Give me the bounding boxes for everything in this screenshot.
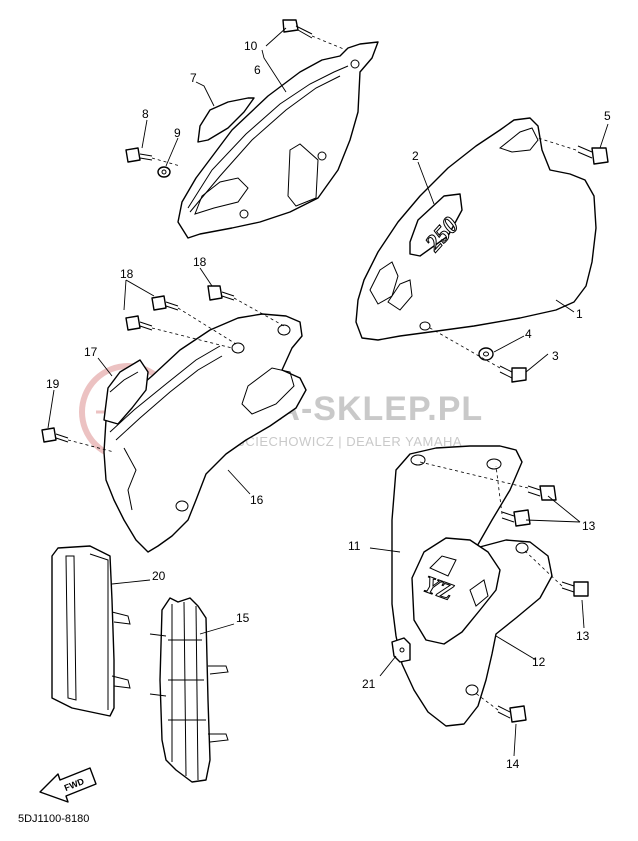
air-scoop-upper-part-6 [177, 41, 379, 239]
assembly-lines [67, 35, 577, 711]
callout-labels: 1 2 3 4 5 6 7 8 9 10 11 12 13 13 14 15 1… [46, 39, 611, 771]
bolt-part-18-c [207, 285, 235, 301]
callout-1: 1 [576, 307, 583, 321]
bolt-part-13-c [561, 581, 589, 597]
bolt-part-13-b [501, 509, 531, 527]
callout-12: 12 [532, 655, 546, 669]
callout-7: 7 [190, 71, 197, 85]
washer-part-9 [157, 166, 171, 178]
inner-shroud-part-17 [103, 359, 149, 425]
graphic-250: 250 [409, 193, 465, 258]
callout-21: 21 [362, 677, 376, 691]
radiator-shroud-part-16 [103, 313, 307, 553]
callout-13-a: 13 [582, 519, 596, 533]
bolt-part-10 [282, 19, 313, 39]
bolt-part-5 [577, 145, 609, 165]
callout-8: 8 [142, 107, 149, 121]
watermark-subtitle: WOJCIECHOWICZ | DEALER YAMAHA [215, 434, 462, 449]
callout-3: 3 [552, 349, 559, 363]
bolt-part-13-a [527, 485, 557, 501]
bolt-part-8 [125, 147, 153, 163]
bolt-part-3 [499, 365, 527, 383]
callout-19: 19 [46, 377, 60, 391]
callout-11: 11 [348, 539, 361, 553]
washer-part-4 [478, 347, 494, 361]
leader-lines [47, 27, 609, 757]
callout-6: 6 [254, 63, 261, 77]
callout-9: 9 [174, 126, 181, 140]
callout-4: 4 [525, 327, 532, 341]
graphic-yz-part-12: YZ [411, 537, 501, 645]
callout-10: 10 [244, 39, 258, 53]
decal-part-7 [197, 97, 255, 143]
bolt-part-14 [497, 705, 527, 723]
callout-2: 2 [412, 149, 419, 163]
diagram-code: 5DJ1100-8180 [18, 813, 89, 825]
fwd-arrow-icon: FWD [39, 767, 97, 803]
clip-part-21 [391, 637, 411, 663]
callout-18-a: 18 [120, 267, 134, 281]
bolt-part-18-b [125, 315, 153, 331]
callout-13-b: 13 [576, 629, 590, 643]
callout-5: 5 [604, 109, 611, 123]
callout-15: 15 [236, 611, 250, 625]
callout-16: 16 [250, 493, 264, 507]
side-cover-part-1: 250 [355, 117, 597, 341]
radiator-guard-part-20 [51, 545, 131, 717]
bolt-part-18-a [151, 295, 179, 311]
bolt-part-19 [41, 427, 69, 443]
radiator-grille-part-15 [149, 597, 229, 783]
callout-18-b: 18 [193, 255, 207, 269]
callout-14: 14 [506, 757, 520, 771]
callout-20: 20 [152, 569, 166, 583]
callout-17: 17 [84, 345, 98, 359]
